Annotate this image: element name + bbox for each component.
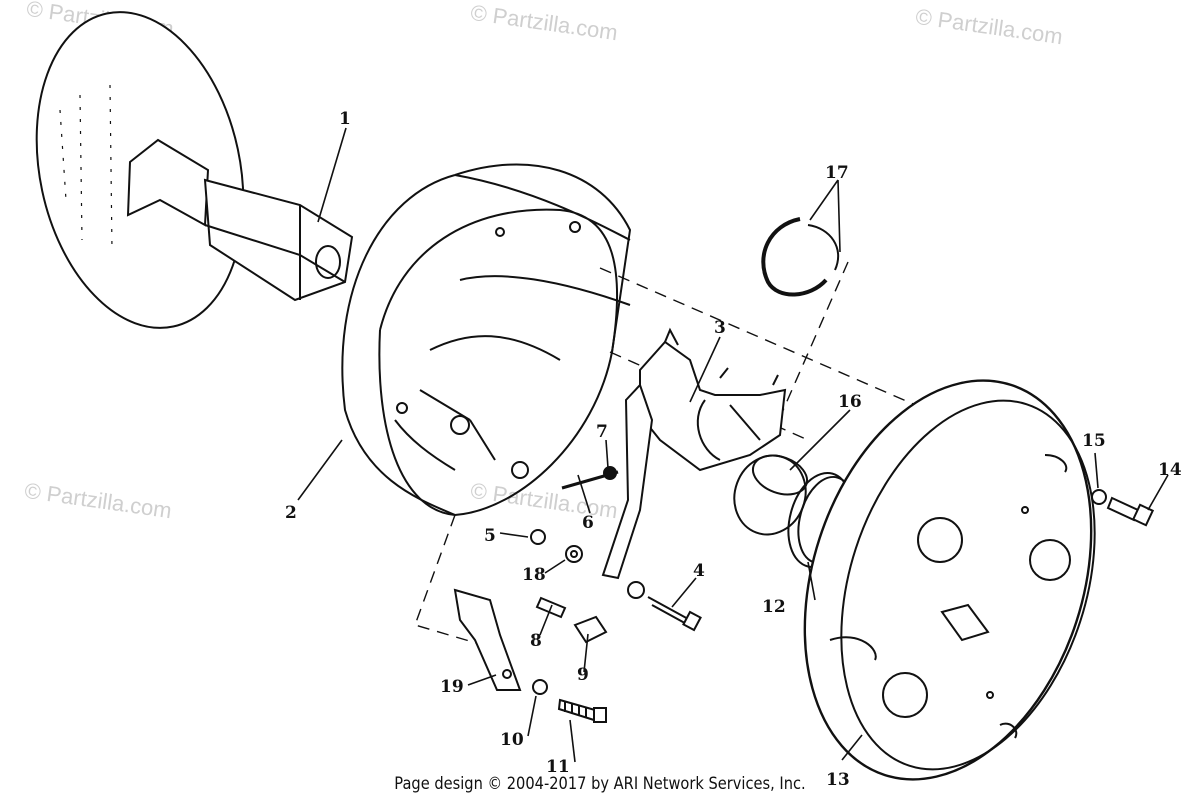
callout-18[interactable]: 18 — [522, 565, 546, 585]
part-18-washer[interactable] — [565, 545, 583, 563]
part-3-arm-assembly[interactable] — [639, 327, 787, 472]
page-footer: Page design © 2004-2017 by ARI Network S… — [394, 774, 806, 794]
part-5-nut[interactable] — [530, 529, 546, 545]
callout-11[interactable]: 11 — [546, 757, 570, 777]
callout-10[interactable]: 10 — [500, 730, 524, 750]
part-2-clutch-housing[interactable] — [341, 163, 632, 517]
part-14-bolt[interactable] — [1106, 496, 1155, 527]
callout-2[interactable]: 2 — [285, 503, 297, 523]
part-6-lever-arm[interactable] — [561, 383, 654, 580]
part-19-bracket[interactable] — [453, 588, 522, 691]
part-9-bushing[interactable] — [573, 615, 608, 644]
callout-4[interactable]: 4 — [693, 561, 705, 581]
callout-8[interactable]: 8 — [530, 631, 542, 651]
callout-7[interactable]: 7 — [596, 422, 608, 442]
callout-15[interactable]: 15 — [1082, 431, 1106, 451]
part-1-drive-sheave[interactable] — [9, 0, 354, 347]
callout-16[interactable]: 16 — [838, 392, 862, 412]
callout-6[interactable]: 6 — [582, 513, 594, 533]
callout-9[interactable]: 9 — [577, 665, 589, 685]
callout-12[interactable]: 12 — [762, 597, 786, 617]
callout-14[interactable]: 14 — [1158, 460, 1182, 480]
callout-13[interactable]: 13 — [826, 770, 850, 790]
callout-3[interactable]: 3 — [714, 318, 726, 338]
callout-5[interactable]: 5 — [484, 526, 496, 546]
leader-lines — [297, 127, 1169, 763]
callout-17[interactable]: 17 — [825, 163, 849, 183]
part-16-cup[interactable] — [723, 445, 816, 544]
callout-1[interactable]: 1 — [339, 109, 351, 129]
part-10-washer[interactable] — [532, 679, 548, 695]
callout-labels: 1 2 3 4 5 6 7 8 9 10 11 12 13 14 15 16 1… — [285, 109, 1182, 790]
part-11-bolt[interactable] — [557, 698, 607, 723]
part-4-bolt[interactable] — [627, 581, 702, 632]
part-15-washer[interactable] — [1091, 489, 1107, 505]
part-13-clutch-drum[interactable] — [756, 343, 1139, 805]
part-17-snap-ring[interactable] — [761, 217, 840, 297]
callout-19[interactable]: 19 — [440, 677, 464, 697]
